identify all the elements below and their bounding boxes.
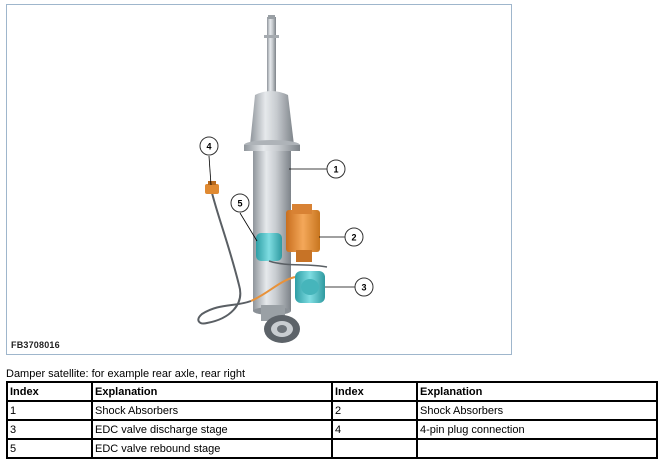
callout-2-label: 2 [351, 233, 356, 243]
table-cell: 4-pin plug connection [416, 419, 658, 440]
table-row: 5 EDC valve rebound stage [6, 438, 658, 459]
table-cell: 4 [331, 419, 418, 440]
legend-table: Index Explanation Index Explanation 1 Sh… [6, 381, 658, 459]
callout-1-label: 1 [333, 165, 338, 175]
edc-valve-rebound-cyan [256, 233, 282, 261]
callout-2: 2 [344, 227, 364, 247]
figure-code: FB3708016 [11, 340, 60, 350]
header-explanation-1: Explanation [91, 381, 333, 402]
callout-3: 3 [354, 277, 374, 297]
table-cell: 2 [331, 400, 418, 421]
callout-3-label: 3 [361, 283, 366, 293]
damper-illustration: 1 2 3 4 5 [197, 15, 374, 343]
piston-rod [264, 15, 279, 97]
callout-5: 5 [230, 193, 250, 213]
callout-5-label: 5 [237, 199, 242, 209]
table-cell [331, 438, 418, 459]
table-cell [416, 438, 658, 459]
header-index-1: Index [6, 381, 93, 402]
wiring-harness [197, 192, 328, 325]
table-row: 1 Shock Absorbers 2 Shock Absorbers [6, 400, 658, 421]
callout-4-label: 4 [206, 142, 211, 152]
plug-connector [205, 181, 219, 194]
figure-caption: Damper satellite: for example rear axle,… [6, 368, 246, 380]
callout-1: 1 [326, 159, 346, 179]
table-cell: Shock Absorbers [91, 400, 333, 421]
header-index-2: Index [331, 381, 418, 402]
edc-valve-discharge-cyan [295, 271, 325, 303]
callout-leaders [208, 155, 355, 288]
callout-4: 4 [199, 136, 219, 156]
legend-header-row: Index Explanation Index Explanation [6, 381, 658, 402]
table-cell: Shock Absorbers [416, 400, 658, 421]
table-cell: EDC valve discharge stage [91, 419, 333, 440]
damper-upper-body [244, 91, 300, 151]
damper-lower-eye [261, 305, 300, 343]
table-row: 3 EDC valve discharge stage 4 4-pin plug… [6, 419, 658, 440]
table-cell: EDC valve rebound stage [91, 438, 333, 459]
table-cell: 3 [6, 419, 93, 440]
table-cell: 1 [6, 400, 93, 421]
edc-valve-orange [286, 204, 320, 262]
table-cell: 5 [6, 438, 93, 459]
damper-figure: 1 2 3 4 5 FB3708016 [6, 4, 512, 355]
header-explanation-2: Explanation [416, 381, 658, 402]
